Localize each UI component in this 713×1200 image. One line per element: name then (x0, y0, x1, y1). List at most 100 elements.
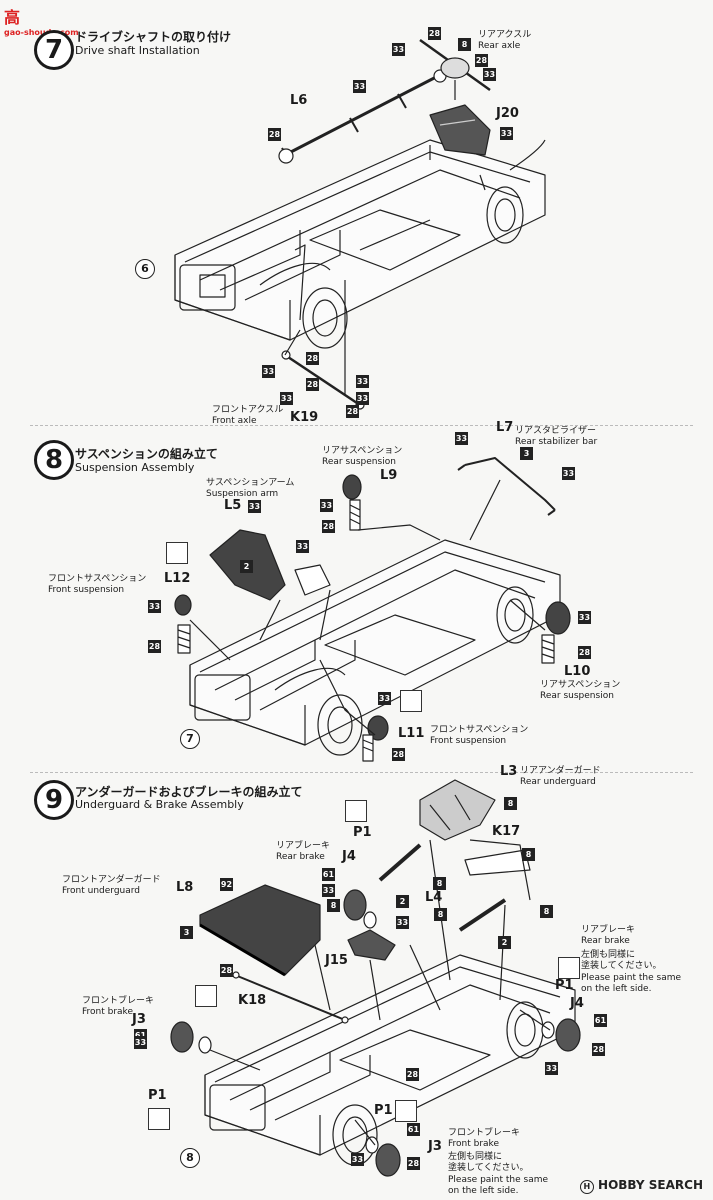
step8-chassis (174, 457, 571, 762)
paint-code: 33 (280, 392, 293, 405)
paint-code: 33 (320, 499, 333, 512)
part-label: K17 (492, 824, 521, 839)
paint-code: 33 (562, 467, 575, 480)
paint-code: 61 (322, 868, 335, 881)
part-label: L6 (290, 93, 308, 108)
part-label: L11 (398, 726, 425, 741)
label-jp: リアアクスル (478, 30, 532, 40)
paint-code: 2 (498, 936, 511, 949)
label-en: Front brake (82, 1007, 133, 1017)
label-jp: リアブレーキ (581, 925, 636, 935)
paint-note-jp: 塗装してください。 (581, 961, 662, 971)
label-jp: フロントサスペンション (48, 574, 147, 584)
paint-code: 28 (592, 1043, 605, 1056)
part-label: L12 (164, 571, 191, 586)
label-en: Rear underguard (520, 777, 596, 787)
label-en: Rear suspension (540, 691, 614, 701)
paint-code: 8 (434, 908, 447, 921)
part-label: K18 (238, 993, 267, 1008)
paint-code: 33 (356, 392, 369, 405)
paint-code: 33 (248, 500, 261, 513)
paint-note-jp: 左側も同様に (448, 1152, 503, 1162)
part-label: L5 (224, 498, 242, 513)
paint-code: 8 (540, 905, 553, 918)
part-label: L3 (500, 764, 518, 779)
label-jp: リアスタビライザー (515, 426, 597, 436)
part-label: P1 (353, 825, 372, 840)
label-en: Front suspension (430, 736, 507, 746)
part-label: K19 (290, 410, 319, 425)
label-en: Front brake (448, 1139, 499, 1149)
paint-code: 33 (262, 365, 275, 378)
paint-code: 28 (148, 640, 161, 653)
paint-code: 33 (351, 1153, 364, 1166)
part-label: J3 (428, 1139, 442, 1154)
part-label: J4 (342, 849, 356, 864)
site-logo: 高 gao-shoudu.com (4, 8, 79, 37)
paint-code: 33 (353, 80, 366, 93)
paint-code: 3 (520, 447, 533, 460)
label-en: Rear stabilizer bar (515, 437, 598, 447)
paint-code: 28 (268, 128, 281, 141)
label-en: Rear brake (276, 852, 325, 862)
label-en: Front axle (212, 416, 257, 426)
label-jp: リアサスペンション (322, 446, 403, 456)
part-label: J3 (132, 1012, 146, 1027)
step-title-jp: ドライブシャフトの取り付け (75, 30, 232, 44)
part-label: P1 (555, 978, 574, 993)
paint-code: 28 (407, 1157, 420, 1170)
paint-code: 28 (306, 378, 319, 391)
label-en: Suspension arm (206, 489, 279, 499)
part-label: J15 (325, 953, 348, 968)
paint-code: 28 (475, 54, 488, 67)
paint-icon (166, 542, 188, 564)
paint-code: 33 (500, 127, 513, 140)
reference-step: 6 (135, 259, 155, 279)
paint-code: 28 (578, 646, 591, 659)
paint-code: 28 (428, 27, 441, 40)
paint-code: 28 (220, 964, 233, 977)
step-title-en: Suspension Assembly (75, 461, 195, 474)
paint-code: 33 (392, 43, 405, 56)
paint-code: 3 (180, 926, 193, 939)
label-jp: フロントサスペンション (430, 725, 529, 735)
section-divider (30, 425, 693, 426)
label-en: Front underguard (62, 886, 141, 896)
paint-code: 28 (322, 520, 335, 533)
paint-code: 8 (522, 848, 535, 861)
step-title-jp: サスペンションの組み立て (75, 447, 218, 461)
label-jp: フロントアンダーガード (62, 875, 161, 885)
part-label: P1 (148, 1088, 167, 1103)
label-en: Rear axle (478, 41, 521, 51)
paint-note-jp: 塗装してください。 (448, 1163, 529, 1173)
step9-chassis (170, 779, 581, 1177)
label-en: Rear brake (581, 936, 630, 946)
label-jp: サスペンションアーム (206, 478, 295, 488)
paint-code: 33 (545, 1062, 558, 1075)
paint-code: 61 (594, 1014, 607, 1027)
section-divider (30, 772, 693, 773)
reference-step: 7 (180, 729, 200, 749)
paint-code: 28 (392, 748, 405, 761)
paint-code: 2 (396, 895, 409, 908)
part-label: J20 (496, 106, 519, 121)
label-en: Rear suspension (322, 457, 396, 467)
step-title-en: Drive shaft Installation (75, 44, 200, 57)
paint-code: 8 (504, 797, 517, 810)
paint-code: 33 (296, 540, 309, 553)
paint-note-en: Please paint the same (581, 973, 682, 983)
label-en: Front suspension (48, 585, 125, 595)
paint-icon (395, 1100, 417, 1122)
paint-icon (400, 690, 422, 712)
step7-chassis (174, 38, 546, 410)
paint-code: 33 (134, 1036, 147, 1049)
part-label: L10 (564, 664, 591, 679)
paint-icon (195, 985, 217, 1007)
paint-code: 28 (306, 352, 319, 365)
paint-code: 8 (327, 899, 340, 912)
paint-code: 33 (455, 432, 468, 445)
part-label: J4 (570, 996, 584, 1011)
step-title-jp: アンダーガードおよびブレーキの組み立て (75, 785, 303, 799)
